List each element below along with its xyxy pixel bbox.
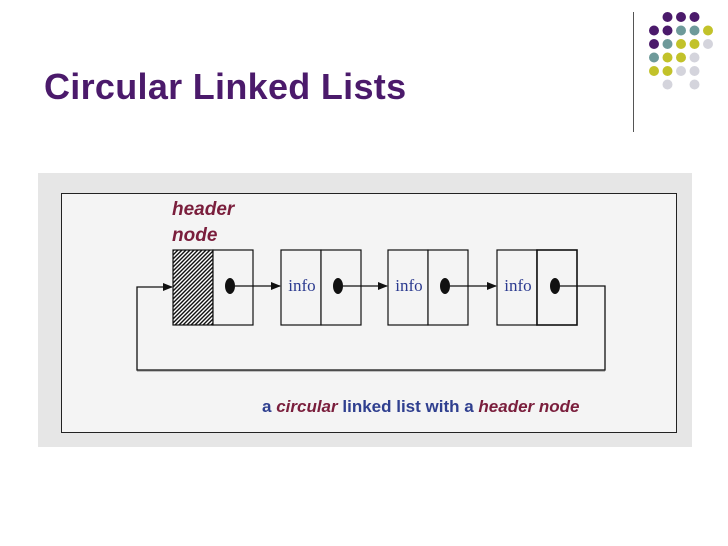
page-title: Circular Linked Lists	[44, 66, 407, 107]
node-info-label-2: info	[395, 276, 423, 295]
header-label-line1: header	[172, 199, 235, 220]
decor-dot	[662, 25, 673, 36]
decor-dot	[689, 25, 700, 36]
list-node-1	[280, 249, 362, 326]
decor-dot	[703, 25, 713, 36]
decor-dot	[689, 66, 700, 76]
decor-dot	[649, 52, 659, 63]
circular-return-link	[136, 283, 606, 371]
header-node-label: header node	[172, 197, 234, 249]
decor-dot	[662, 12, 673, 22]
decor-dot	[703, 39, 713, 49]
node-info-label-1: info	[288, 276, 316, 295]
list-node-2	[387, 249, 469, 326]
decor-dot	[662, 39, 673, 49]
decor-dot	[676, 52, 686, 63]
decor-dot	[689, 39, 700, 49]
node-info-label-3: info	[504, 276, 532, 295]
decor-dot	[649, 25, 659, 36]
header-node	[172, 249, 254, 326]
title-divider	[633, 12, 634, 132]
decor-dot	[662, 79, 673, 90]
decor-dot	[649, 39, 659, 49]
dot-grid-icon	[649, 12, 713, 90]
decor-dot	[662, 66, 673, 76]
decor-dot	[649, 66, 659, 76]
decor-dot	[676, 12, 686, 22]
header-label-line2: node	[172, 225, 218, 246]
decor-dot	[676, 25, 686, 36]
decor-dot	[676, 39, 686, 49]
caption-a: a	[262, 397, 272, 416]
decor-dot	[662, 52, 673, 63]
diagram-caption: a circular linked list with a header nod…	[262, 397, 580, 417]
decor-dot	[689, 12, 700, 22]
decor-dot	[676, 66, 686, 76]
caption-circular: circular	[276, 397, 338, 416]
decor-dot	[689, 52, 700, 63]
caption-mid: linked list with a	[342, 397, 474, 416]
caption-header-node: header node	[478, 397, 580, 416]
list-node-3	[496, 249, 578, 326]
decor-dot	[689, 79, 700, 90]
